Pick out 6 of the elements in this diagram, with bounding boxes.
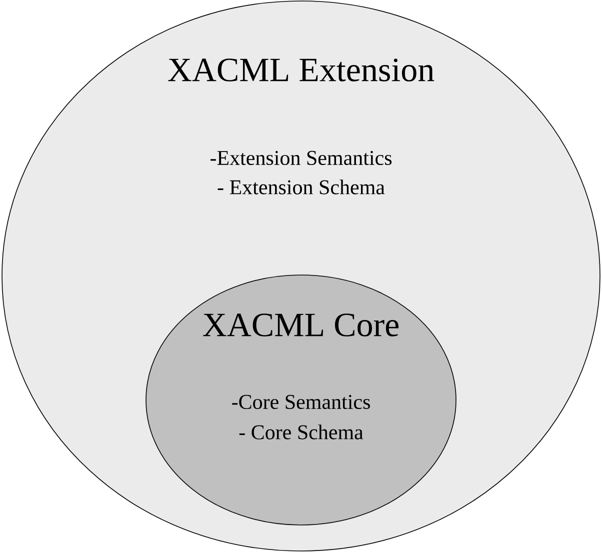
list-item: - Core Schema [239,424,364,440]
list-item: -Core Semantics [232,394,370,410]
list-item: - Extension Schema [218,180,385,194]
heading: XACML Extension [168,58,434,82]
heading: XACML Core [203,314,398,336]
list-item: -Extension Semantics [210,150,392,166]
